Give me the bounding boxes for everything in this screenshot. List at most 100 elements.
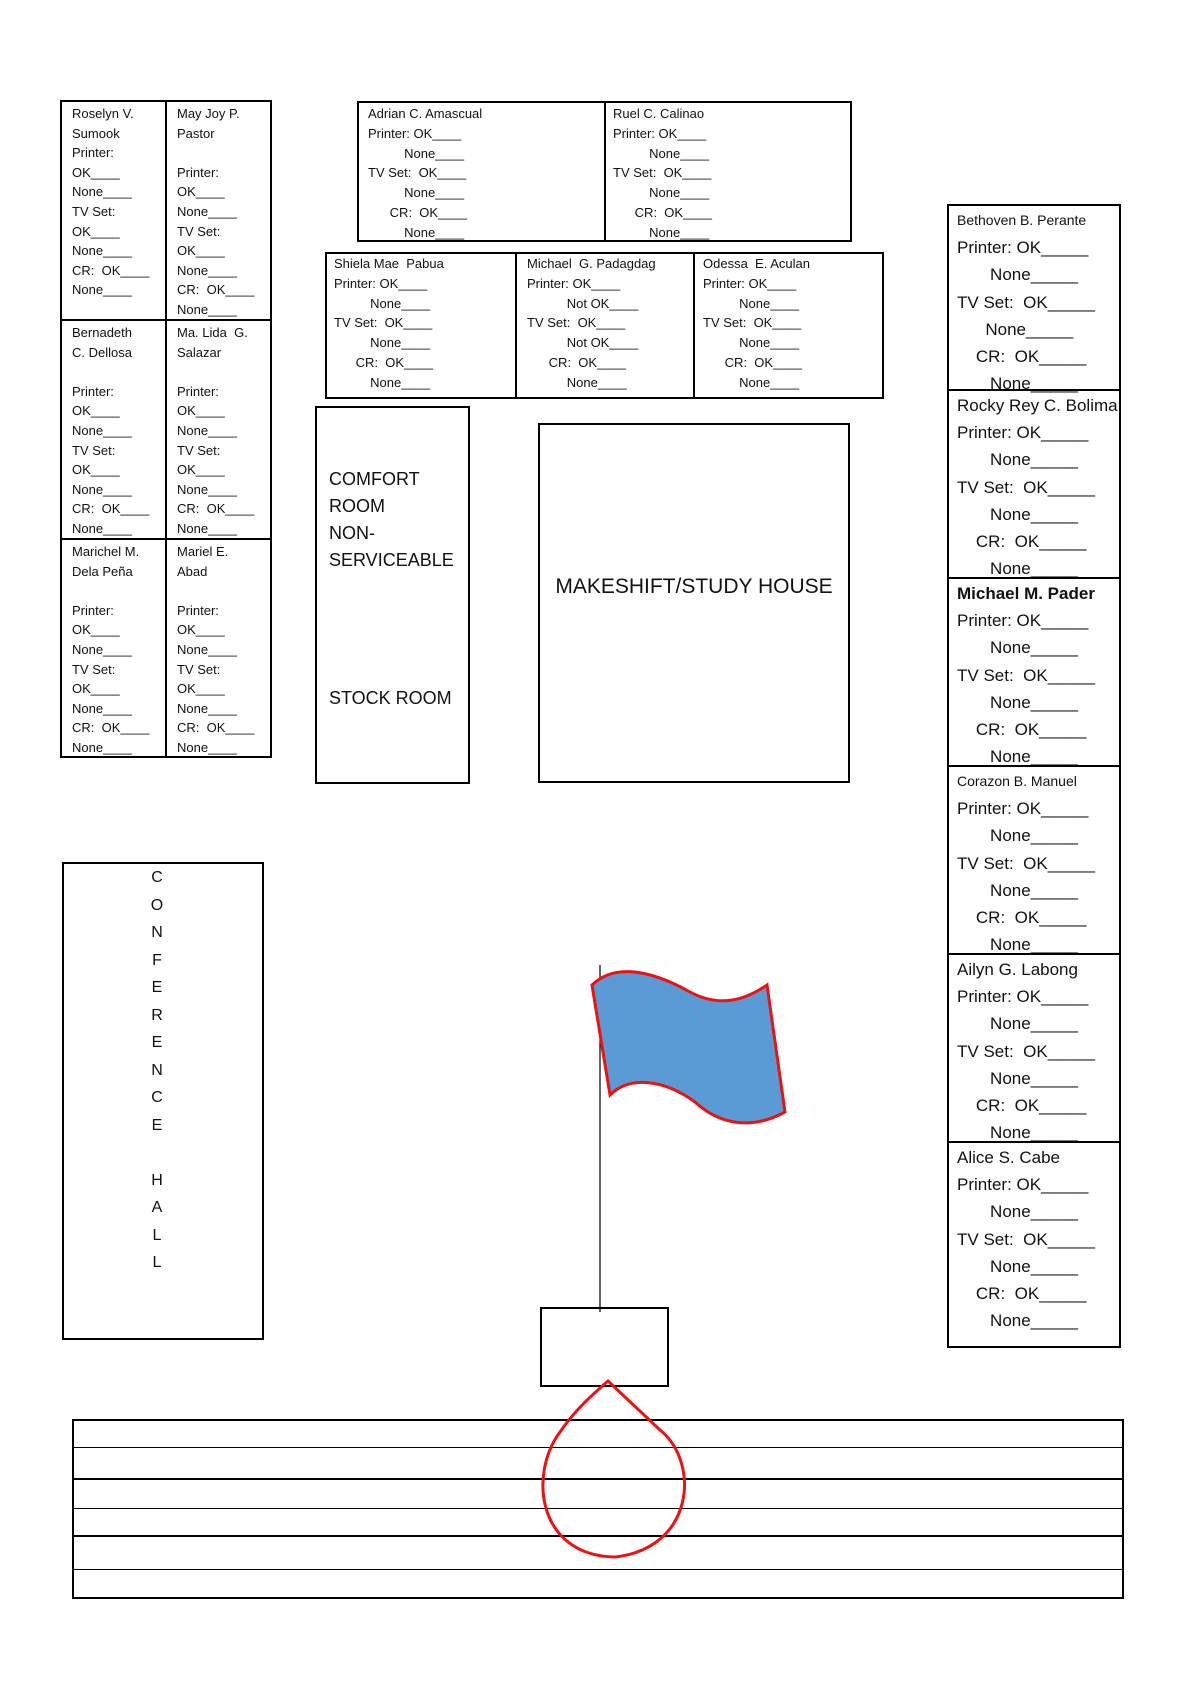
classroom-cell: Marichel M.Dela Peña Printer:OK____None_…	[72, 542, 149, 758]
status-line: OK____	[72, 223, 120, 239]
status-line: None_____	[957, 319, 1074, 339]
teacher-name: Marichel M.	[72, 544, 140, 559]
teacher-name: Roselyn V.	[72, 106, 134, 121]
classroom-cell: Ma. Lida G.Salazar Printer:OK____None___…	[177, 323, 254, 539]
makeshift-study-house: MAKESHIFT/STUDY HOUSE	[538, 423, 850, 783]
teacher-name: Ma. Lida G.	[177, 325, 248, 340]
status-line: CR: OK_____	[957, 720, 1087, 740]
status-line: TV Set:	[72, 442, 116, 458]
classroom-cell: May Joy P.Pastor Printer:OK____None____T…	[177, 104, 254, 320]
status-line: TV Set:	[72, 661, 116, 677]
teacher-name: Mariel E.	[177, 544, 229, 559]
status-line: CR: OK____	[703, 354, 802, 370]
status-line: None____	[703, 335, 800, 351]
conference-hall-letter: L	[152, 1226, 162, 1244]
flag-icon	[590, 970, 787, 1125]
status-line: Printer: OK_____	[957, 423, 1089, 443]
status-line: None____	[334, 374, 431, 390]
right-column-divider	[947, 389, 1121, 391]
status-line: Printer:	[177, 602, 219, 618]
status-line: None____	[703, 374, 800, 390]
status-line: Printer: OK____	[613, 125, 707, 141]
teacher-name: Michael M. Pader	[957, 584, 1095, 603]
conference-hall-letter: A	[151, 1199, 163, 1216]
status-line: None_____	[957, 826, 1078, 846]
status-line: None____	[177, 739, 237, 755]
status-line: CR: OK____	[177, 501, 255, 517]
status-line: None____	[72, 282, 132, 298]
conference-hall-letter: F	[152, 951, 162, 969]
status-line: Printer:	[177, 164, 219, 180]
second-row-classrooms	[325, 252, 884, 399]
status-line: None____	[368, 185, 465, 201]
status-line: TV Set: OK____	[527, 315, 626, 331]
status-line: None____	[72, 422, 132, 438]
status-line: None_____	[957, 1068, 1078, 1088]
teacher-name: Corazon B. Manuel	[957, 773, 1077, 789]
status-line: OK____	[72, 681, 120, 697]
status-line: None____	[72, 520, 132, 536]
stock-room-label: STOCK ROOM	[329, 688, 452, 708]
status-line: None____	[177, 481, 237, 497]
teacher-name: Ailyn G. Labong	[957, 960, 1078, 979]
second-row-divider-1	[515, 252, 517, 399]
status-line: None____	[177, 520, 237, 536]
status-line: Printer:	[177, 383, 219, 399]
status-line: CR: OK____	[613, 204, 712, 220]
field-line-4	[72, 1535, 1124, 1537]
status-line: None____	[177, 422, 237, 438]
status-line: None____	[72, 739, 132, 755]
comfort-room-label-3: NON-	[329, 523, 375, 543]
status-line: CR: OK____	[177, 282, 255, 298]
status-line: None_____	[957, 880, 1078, 900]
status-line: TV Set: OK_____	[957, 292, 1095, 312]
status-line: TV Set: OK_____	[957, 1229, 1095, 1249]
status-line: CR: OK_____	[957, 1096, 1087, 1116]
status-line: None_____	[957, 1256, 1078, 1276]
status-line: Printer: OK____	[703, 275, 797, 291]
conference-hall-letter: C	[151, 1089, 163, 1106]
status-line: Printer: OK_____	[957, 987, 1089, 1007]
drop-icon	[541, 1378, 686, 1559]
conference-hall-letter: N	[151, 1061, 163, 1079]
status-line: None____	[334, 335, 431, 351]
teacher-name: Alice S. Cabe	[957, 1148, 1060, 1167]
status-line: None_____	[957, 1123, 1078, 1143]
status-line: None_____	[957, 450, 1078, 470]
comfort-stock-room: COMFORT ROOM NON- SERVICEABLE STOCK ROOM	[315, 406, 470, 784]
status-line: CR: OK_____	[957, 347, 1087, 367]
status-line: None____	[334, 295, 431, 311]
status-line: Printer: OK____	[527, 275, 621, 291]
conference-hall-letter: C	[151, 869, 163, 886]
status-line: OK____	[177, 184, 225, 200]
status-line: None____	[72, 700, 132, 716]
status-line: None_____	[957, 692, 1078, 712]
teacher-name: Rocky Rey C. Bolima	[957, 396, 1118, 415]
status-line: Printer:	[72, 145, 114, 161]
classroom-cell: Mariel E.Abad Printer:OK____None____TV S…	[177, 542, 254, 758]
status-line: None____	[613, 145, 710, 161]
status-line: Printer: OK_____	[957, 1175, 1089, 1195]
conference-hall-letter: E	[151, 979, 163, 996]
status-line: TV Set: OK____	[368, 165, 467, 181]
status-line: OK____	[177, 622, 225, 638]
status-line: None_____	[957, 1311, 1078, 1331]
field-line-2	[72, 1478, 1124, 1480]
right-classroom-column	[947, 204, 1121, 1348]
conference-hall-letter: N	[151, 924, 163, 941]
status-line: CR: OK____	[334, 354, 433, 370]
conference-hall-letter: R	[151, 1006, 163, 1024]
teacher-name: Salazar	[177, 344, 222, 360]
